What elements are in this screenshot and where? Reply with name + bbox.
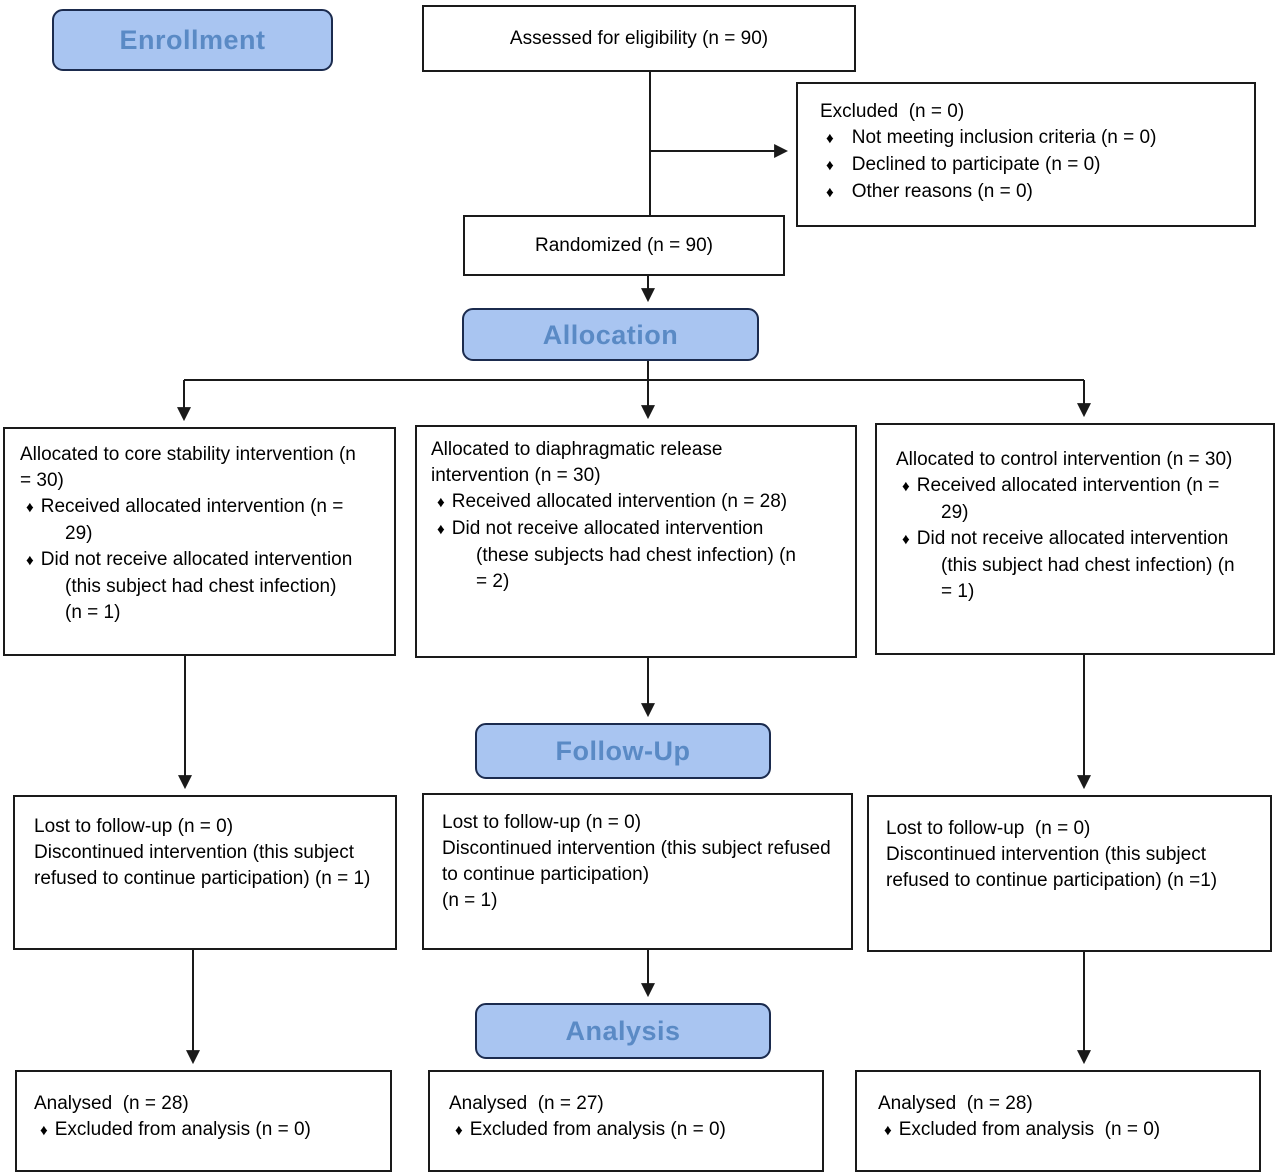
band-enrollment-label: Enrollment <box>119 25 266 55</box>
excluded-bullet: ♦Declined to participate (n = 0) <box>826 154 1101 175</box>
followup-line: Lost to follow-up (n = 0) <box>442 812 642 833</box>
followup-line: Lost to follow-up (n = 0) <box>886 818 1091 839</box>
box-allocation-control: Allocated to control intervention (n = 3… <box>875 423 1275 655</box>
box-randomized: Randomized (n = 90) <box>463 215 785 276</box>
followup-line: Discontinued intervention (this subject … <box>34 842 371 889</box>
box-analysis-core-stability: Analysed (n = 28) ♦Excluded from analysi… <box>15 1070 392 1172</box>
diamond-bullet-icon: ♦ <box>902 531 910 548</box>
box-followup-diaphragmatic-release: Lost to follow-up (n = 0) Discontinued i… <box>422 793 853 950</box>
excluded-title: Excluded (n = 0) <box>820 101 965 122</box>
band-allocation: Allocation <box>462 308 759 361</box>
allocation-bullet: ♦Did not receive allocated intervention … <box>902 528 1240 602</box>
analysis-bullet: ♦Excluded from analysis (n = 0) <box>884 1119 1161 1140</box>
band-enrollment: Enrollment <box>52 9 333 71</box>
box-allocation-diaphragmatic-release: Allocated to diaphragmatic release inter… <box>415 425 857 658</box>
band-followup: Follow-Up <box>475 723 771 779</box>
diamond-bullet-icon: ♦ <box>455 1122 463 1139</box>
box-allocation-core-stability: Allocated to core stability intervention… <box>3 427 396 656</box>
diamond-bullet-icon: ♦ <box>40 1122 48 1139</box>
diamond-bullet-icon: ♦ <box>884 1122 892 1139</box>
allocation-bullet: ♦Received allocated intervention (n = 29… <box>26 496 349 544</box>
excluded-bullet: ♦Not meeting inclusion criteria (n = 0) <box>826 127 1157 148</box>
box-assessed: Assessed for eligibility (n = 90) <box>422 5 856 72</box>
followup-line: Discontinued intervention (this subject … <box>886 844 1218 891</box>
allocation-bullet: ♦Did not receive allocated intervention … <box>26 549 358 623</box>
diamond-bullet-icon: ♦ <box>26 552 34 569</box>
diamond-bullet-icon: ♦ <box>826 157 834 174</box>
diamond-bullet-icon: ♦ <box>437 521 445 538</box>
box-analysis-diaphragmatic-release: Analysed (n = 27) ♦Excluded from analysi… <box>428 1070 824 1172</box>
allocation-bullet: ♦Received allocated intervention (n = 29… <box>902 475 1225 523</box>
diamond-bullet-icon: ♦ <box>902 478 910 495</box>
analysis-box-title: Analysed (n = 28) <box>34 1093 189 1114</box>
diamond-bullet-icon: ♦ <box>826 184 834 201</box>
allocation-box-title: Allocated to core stability intervention… <box>20 444 362 491</box>
box-followup-control: Lost to follow-up (n = 0) Discontinued i… <box>867 795 1272 952</box>
diamond-bullet-icon: ♦ <box>26 499 34 516</box>
randomized-text: Randomized (n = 90) <box>535 234 713 256</box>
allocation-bullet: ♦Received allocated intervention (n = 28… <box>437 491 788 512</box>
analysis-bullet: ♦Excluded from analysis (n = 0) <box>40 1119 311 1140</box>
allocation-bullet: ♦Did not receive allocated intervention … <box>437 518 802 592</box>
analysis-box-title: Analysed (n = 27) <box>449 1093 604 1114</box>
assessed-text: Assessed for eligibility (n = 90) <box>509 27 769 49</box>
allocation-box-title: Allocated to control intervention (n = 3… <box>896 449 1233 470</box>
analysis-bullet: ♦Excluded from analysis (n = 0) <box>455 1119 726 1140</box>
box-excluded: Excluded (n = 0) ♦Not meeting inclusion … <box>796 82 1256 227</box>
band-analysis-label: Analysis <box>565 1016 681 1046</box>
followup-line: Lost to follow-up (n = 0) <box>34 816 234 837</box>
box-analysis-control: Analysed (n = 28) ♦Excluded from analysi… <box>855 1070 1261 1172</box>
analysis-box-title: Analysed (n = 28) <box>878 1093 1033 1114</box>
band-allocation-label: Allocation <box>542 319 679 350</box>
box-followup-core-stability: Lost to follow-up (n = 0) Discontinued i… <box>13 795 397 950</box>
allocation-box-title: Allocated to diaphragmatic release inter… <box>431 439 728 486</box>
band-analysis: Analysis <box>475 1003 771 1059</box>
followup-line: (n = 1) <box>442 890 498 911</box>
excluded-bullet: ♦Other reasons (n = 0) <box>826 181 1033 202</box>
followup-line: Discontinued intervention (this subject … <box>442 838 836 885</box>
band-followup-label: Follow-Up <box>555 736 691 766</box>
diamond-bullet-icon: ♦ <box>437 494 445 511</box>
diamond-bullet-icon: ♦ <box>826 130 834 147</box>
